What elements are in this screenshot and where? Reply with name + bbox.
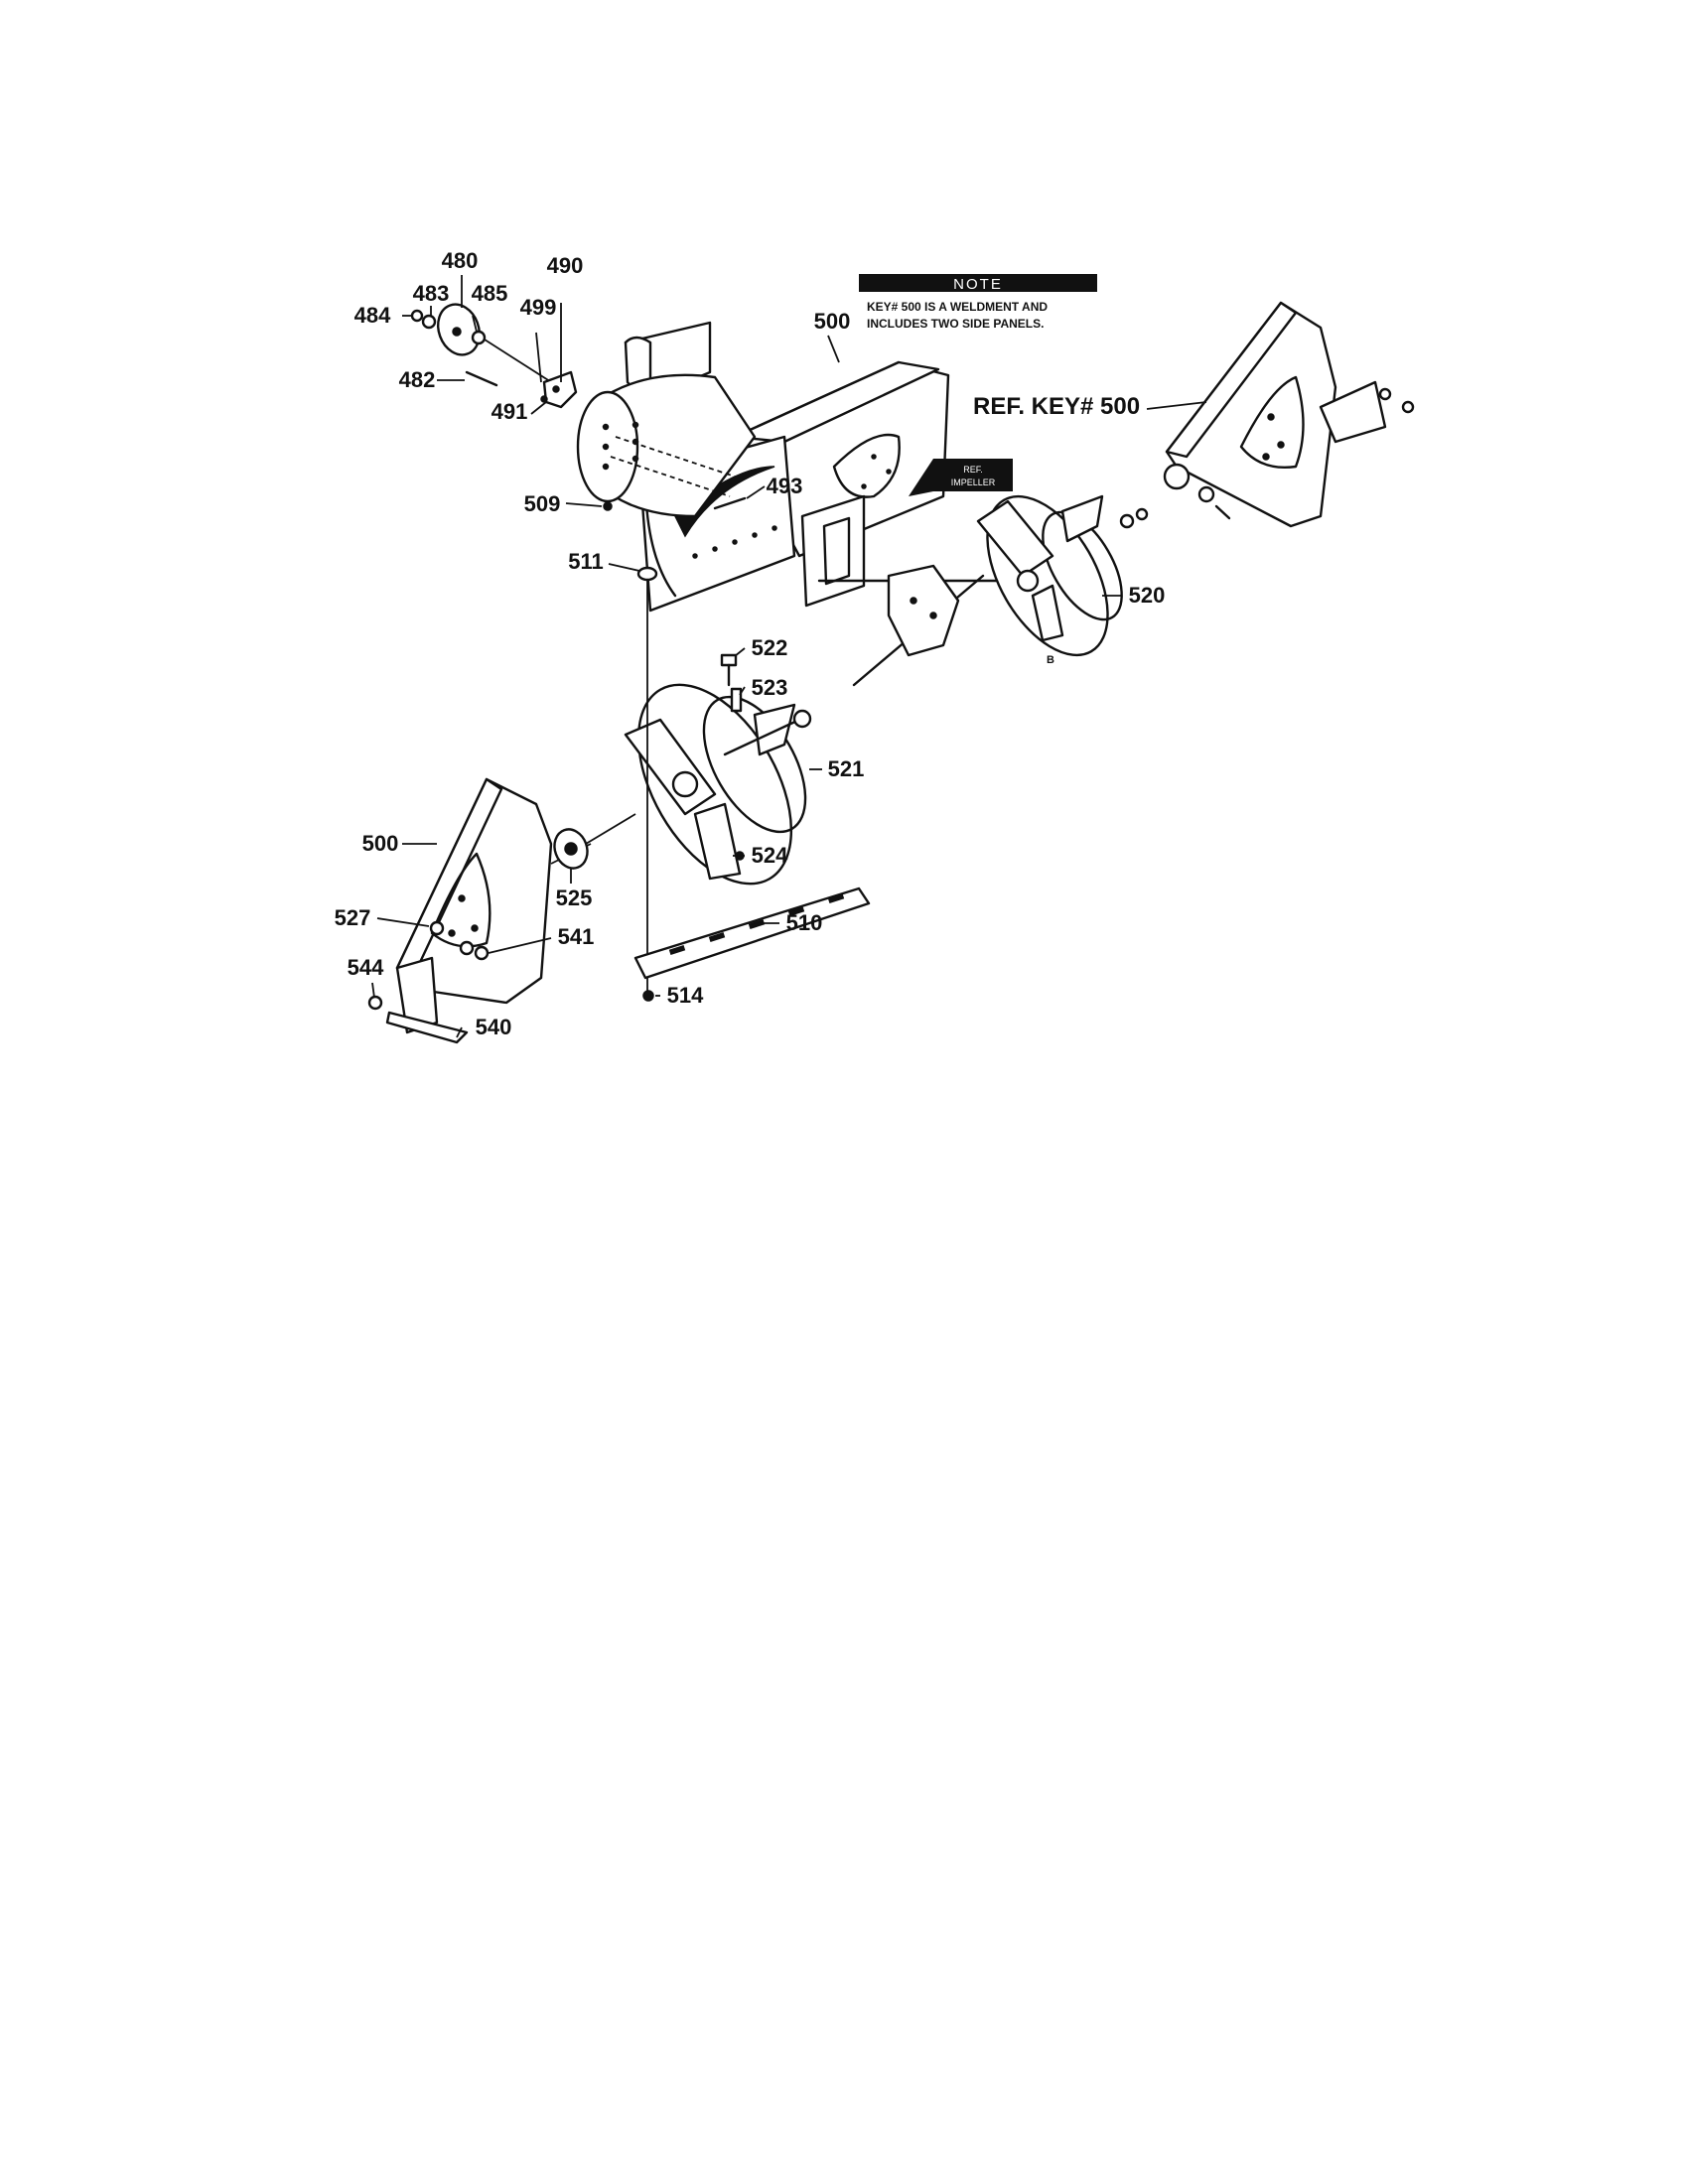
label-527: 527 [335, 905, 371, 930]
scraper-bar [633, 887, 871, 980]
label-482: 482 [399, 367, 436, 392]
marker-b: B [1047, 654, 1054, 666]
gearbox-assembly [800, 494, 1025, 687]
label-480: 480 [442, 248, 479, 273]
label-499: 499 [520, 295, 557, 320]
label-483: 483 [413, 281, 450, 306]
nut-514 [642, 990, 654, 1002]
label-524: 524 [752, 843, 788, 868]
label-525: 525 [556, 886, 593, 910]
label-520: 520 [1129, 583, 1166, 608]
label-500-left: 500 [362, 831, 399, 856]
label-514: 514 [667, 983, 704, 1008]
label-522: 522 [752, 635, 788, 660]
bolt-493 [713, 496, 747, 510]
ref-impeller-line1: REF. [963, 465, 983, 475]
right-side-panel [1163, 301, 1415, 528]
label-544: 544 [348, 955, 384, 980]
bolt-523 [730, 687, 743, 713]
skid-540 [367, 956, 469, 1044]
label-521: 521 [828, 756, 865, 781]
leader-lines [371, 275, 1122, 1038]
label-491: 491 [491, 399, 528, 424]
auger-housing [638, 335, 950, 613]
bolt-522 [720, 653, 738, 687]
auger-520: B [976, 494, 1149, 666]
label-ref-key-500: REF. KEY# 500 [973, 393, 1140, 420]
label-523: 523 [752, 675, 788, 700]
note-title: NOTE [953, 276, 1003, 293]
ref-impeller-tag: REF. IMPELLER [909, 459, 1013, 496]
label-485: 485 [472, 281, 508, 306]
pulley-parts [410, 303, 578, 409]
label-541: 541 [558, 924, 595, 949]
bolt-511 [636, 566, 658, 582]
label-509: 509 [524, 491, 561, 516]
label-493: 493 [767, 474, 803, 498]
auger-521 [624, 683, 812, 886]
note-line2: INCLUDES TWO SIDE PANELS. [867, 317, 1044, 331]
note-line1: KEY# 500 IS A WELDMENT AND [867, 300, 1048, 314]
label-511: 511 [568, 549, 604, 574]
label-500-top: 500 [814, 309, 851, 334]
label-490: 490 [547, 253, 584, 278]
impeller-housing [576, 321, 757, 518]
part-labels: 480 483 485 484 490 499 482 491 500 509 … [335, 248, 1166, 1039]
label-540: 540 [476, 1015, 512, 1039]
note-box: NOTE KEY# 500 IS A WELDMENT AND INCLUDES… [859, 274, 1097, 331]
ref-impeller-line2: IMPELLER [951, 478, 996, 487]
label-484: 484 [354, 303, 391, 328]
label-510: 510 [786, 910, 823, 935]
bolt-509 [603, 501, 613, 511]
